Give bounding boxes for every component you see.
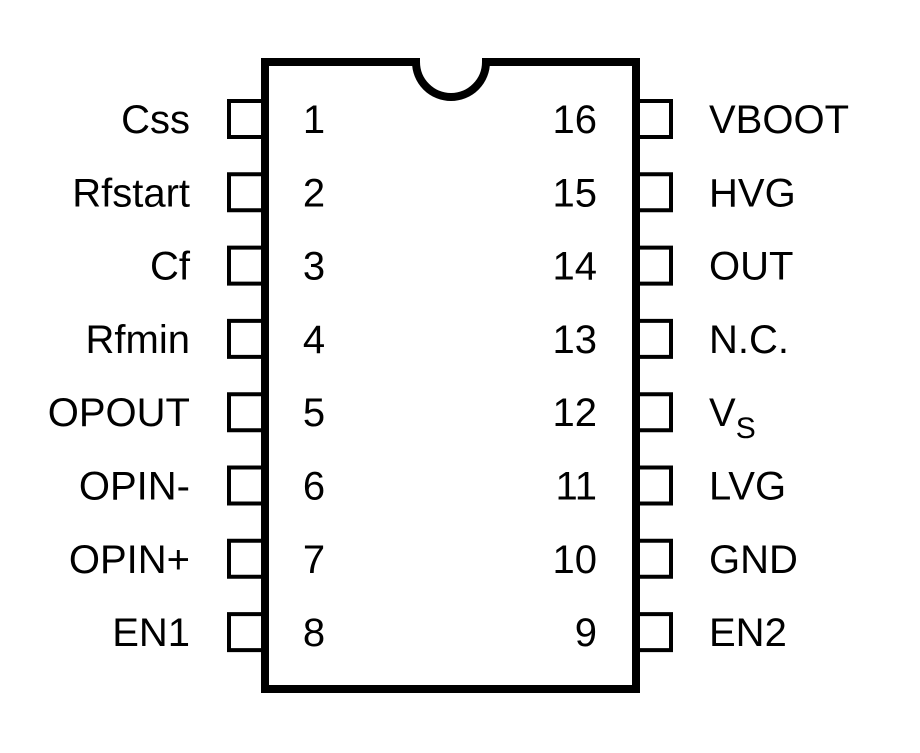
pin-name: Cf	[150, 245, 191, 289]
pin-name: N.C.	[709, 318, 789, 362]
pin-name: LVG	[709, 465, 786, 509]
pin-stub	[227, 172, 265, 213]
pin-name: Rfstart	[72, 171, 190, 215]
pin-number: 15	[553, 171, 598, 215]
pin-number: 12	[553, 391, 598, 435]
pin-11: 11 LVG	[555, 465, 786, 509]
pin-number: 10	[553, 538, 598, 582]
pin-stub	[636, 612, 673, 653]
pin-number: 5	[303, 391, 325, 435]
pin-stub	[636, 465, 673, 506]
pin-name-main: V	[709, 391, 736, 435]
pin-13: 13 N.C.	[553, 318, 790, 362]
pin-name: Rfmin	[86, 318, 190, 362]
pin-stub	[227, 318, 265, 359]
pin-stub	[636, 172, 673, 213]
pin-name: EN1	[112, 611, 190, 655]
pin-name: GND	[709, 538, 798, 582]
pin-3: 3 Cf	[150, 245, 325, 289]
pin-10: 10 GND	[553, 538, 798, 582]
pin-stub	[227, 245, 265, 286]
pin-name: OPIN-	[79, 465, 190, 509]
pin-stub	[227, 612, 265, 653]
pin-name: OPIN+	[69, 538, 190, 582]
pin-stub	[636, 392, 673, 433]
pin-name-main: Rfmin	[86, 318, 190, 362]
pin-stub	[227, 538, 265, 579]
pin-number: 13	[553, 318, 598, 362]
pin-name-main: EN1	[112, 611, 190, 655]
pin-name-main: OPOUT	[48, 391, 190, 435]
pin-16: 16 VBOOT	[553, 98, 850, 142]
pin-name-main: VBOOT	[709, 98, 849, 142]
pin-name-main: Rfstart	[72, 171, 190, 215]
pin-name-main: EN2	[709, 611, 787, 655]
pin-9: 9 EN2	[575, 611, 787, 655]
pin-15: 15 HVG	[553, 171, 796, 215]
pin-name-main: N.C.	[709, 318, 789, 362]
left-pin-group: 1 Css 2 Rfstart 3 Cf 4 Rfmin 5 OPOUT 6 OPIN- 7 OPIN+ 8…	[48, 98, 325, 655]
pin-6: 6 OPIN-	[79, 465, 325, 509]
pin-stub	[227, 392, 265, 433]
pin-stub	[636, 99, 673, 139]
pin-number: 3	[303, 245, 325, 289]
pin-5: 5 OPOUT	[48, 391, 325, 435]
right-pin-group: 16 VBOOT 15 HVG 14 OUT 13 N.C. 12 VS 11 LVG 10 GND 9 EN…	[553, 98, 850, 655]
pin-number: 7	[303, 538, 325, 582]
pin-name: VS	[709, 391, 756, 445]
pin-1: 1 Css	[121, 98, 325, 142]
pin-name-main: HVG	[709, 171, 796, 215]
pin-number: 16	[553, 98, 598, 142]
ic-body-outline	[261, 58, 640, 693]
pin-name-main: OPIN+	[69, 538, 190, 582]
pin-name-main: Cf	[150, 245, 191, 289]
pin-number: 8	[303, 611, 325, 655]
pin-number: 6	[303, 465, 325, 509]
pin-number: 9	[575, 611, 597, 655]
pin-number: 1	[303, 98, 325, 142]
pin-name-main: Css	[121, 98, 190, 142]
pin-number: 4	[303, 318, 325, 362]
pin-12: 12 VS	[553, 391, 756, 445]
pin-8: 8 EN1	[112, 611, 325, 655]
pin-name-main: OPIN-	[79, 465, 190, 509]
pin-stub	[636, 245, 673, 286]
pin-4: 4 Rfmin	[86, 318, 326, 362]
pin-14: 14 OUT	[553, 245, 794, 289]
pin-name: OUT	[709, 245, 793, 289]
pin-number: 14	[553, 245, 598, 289]
pin-7: 7 OPIN+	[69, 538, 325, 582]
pin-stub	[636, 318, 673, 359]
pin-name: Css	[121, 98, 190, 142]
pin-name-main: OUT	[709, 245, 793, 289]
pin-name: EN2	[709, 611, 787, 655]
pin-stub	[227, 465, 265, 506]
pin-name: HVG	[709, 171, 796, 215]
pin-name: OPOUT	[48, 391, 190, 435]
pin-stub	[636, 538, 673, 579]
pin-name-main: GND	[709, 538, 798, 582]
pin-name-subscript: S	[736, 412, 756, 445]
pin-name: VBOOT	[709, 98, 849, 142]
pin-stub	[227, 99, 265, 139]
pin-2: 2 Rfstart	[72, 171, 325, 215]
pin-number: 2	[303, 171, 325, 215]
pin-number: 11	[555, 465, 597, 509]
pin-name-main: LVG	[709, 465, 786, 509]
